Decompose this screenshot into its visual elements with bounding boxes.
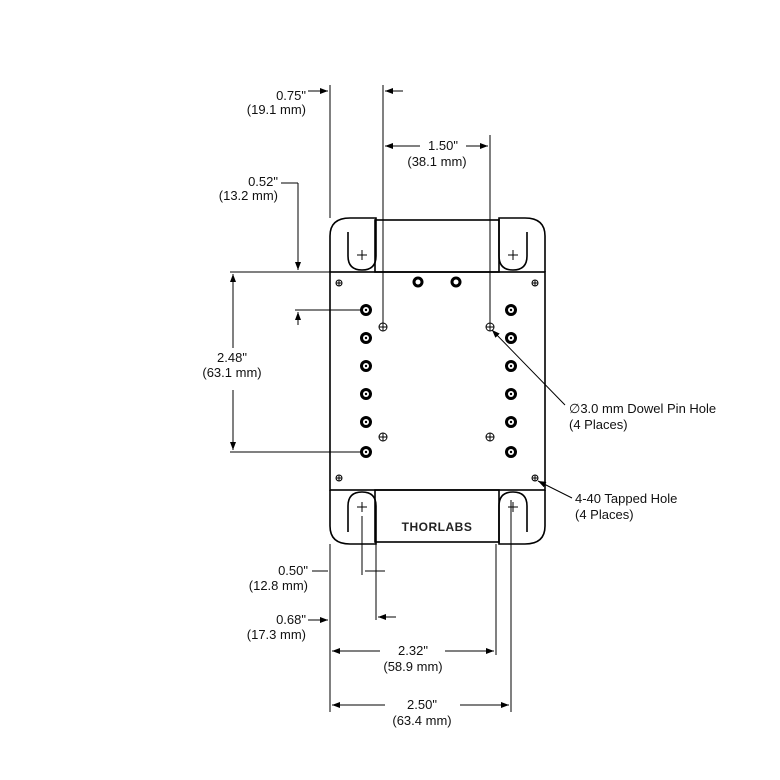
dim-2-50-mm: (63.4 mm) (392, 713, 451, 728)
dim-2-32-mm: (58.9 mm) (383, 659, 442, 674)
left-tapped-column (360, 304, 372, 458)
top-right-tab (498, 217, 546, 272)
dim-1-50-in: 1.50" (428, 138, 458, 153)
right-tapped-column (505, 304, 517, 458)
dim-2-50-in: 2.50" (407, 697, 437, 712)
dim-0-52-in: 0.52" (248, 174, 278, 189)
dowel-pin-holes (378, 322, 495, 442)
dim-0-75-mm: (19.1 mm) (247, 102, 306, 117)
tapped-callout-line1: 4-40 Tapped Hole (575, 491, 677, 506)
dim-0-68-mm: (17.3 mm) (247, 627, 306, 642)
dim-0-68-in: 0.68" (276, 612, 306, 627)
tapped-hole-marks (335, 279, 539, 482)
dim-1-50-mm: (38.1 mm) (407, 154, 466, 169)
bottom-left-tab (329, 490, 377, 545)
top-left-tab (329, 217, 377, 272)
tapped-callout-line2: (4 Places) (575, 507, 634, 522)
dowel-callout-line2: (4 Places) (569, 417, 628, 432)
dim-0-52-mm: (13.2 mm) (219, 188, 278, 203)
dim-2-48-mm: (63.1 mm) (202, 365, 261, 380)
dim-0-50-in: 0.50" (278, 563, 308, 578)
bottom-right-tab (498, 490, 546, 545)
brand-logo: THORLABS (402, 520, 473, 534)
dim-2-32-in: 2.32" (398, 643, 428, 658)
dim-2-48-in: 2.48" (217, 350, 247, 365)
plate: THORLABS (329, 217, 546, 545)
dowel-callout-line1: ∅3.0 mm Dowel Pin Hole (569, 401, 716, 416)
dimension-labels: 0.75" (19.1 mm) 1.50" (38.1 mm) 0.52" (1… (202, 88, 716, 728)
dim-0-50-mm: (12.8 mm) (249, 578, 308, 593)
dim-0-75-in: 0.75" (276, 88, 306, 103)
dimension-lines (230, 85, 573, 712)
